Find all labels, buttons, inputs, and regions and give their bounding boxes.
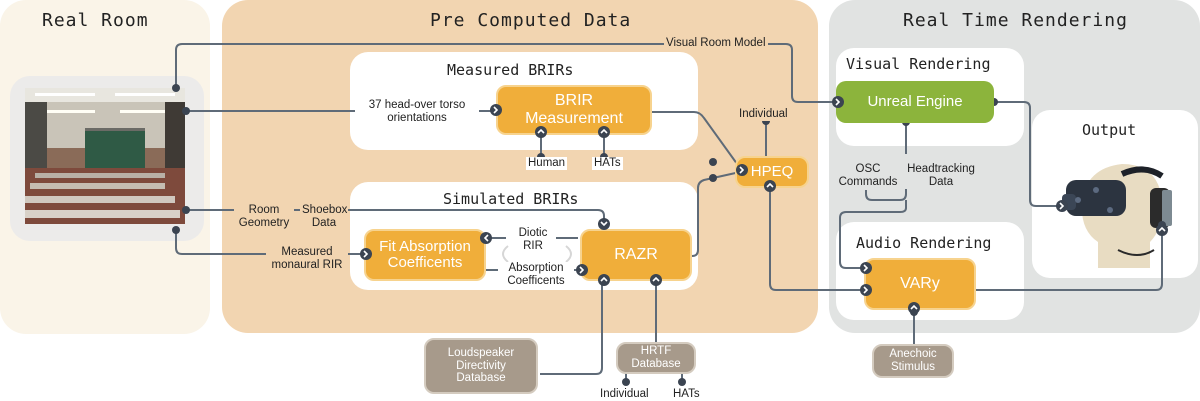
- diotic-rir-text: Diotic RIR: [518, 227, 548, 253]
- fit-absorption-node: Fit Absorption Coefficents: [364, 229, 486, 281]
- measured-rir-text: Measured monaural RIR: [271, 246, 343, 272]
- human-label: Human: [526, 157, 568, 171]
- measured-brirs-title: Measured BRIRs: [447, 61, 574, 79]
- orientations-text: 37 head-over torso orientations: [368, 99, 466, 125]
- unreal-engine-node: Unreal Engine: [836, 81, 994, 123]
- individual-top-label: Individual: [737, 108, 790, 122]
- hpeq-label: HPEQ: [750, 162, 794, 180]
- hats-bottom-label: HATs: [673, 388, 700, 400]
- hrtf-database-node: HRTF Database: [616, 342, 696, 374]
- vary-label: VARy: [900, 275, 940, 293]
- loudspeaker-database-node: Loudspeaker Directivity Database: [424, 338, 538, 394]
- hrtf-label: HRTF Database: [631, 345, 681, 370]
- hats-top-label: HATs: [592, 157, 623, 171]
- headtracking-text: Headtracking Data: [907, 163, 975, 189]
- razr-node: RAZR: [580, 229, 692, 281]
- razr-label: RAZR: [614, 246, 658, 264]
- shoebox-text: Shoebox Data: [302, 204, 348, 230]
- headtracking-label: Headtracking Data: [898, 163, 984, 190]
- hmd-head-illustration: [1058, 150, 1188, 268]
- diotic-rir-label: Diotic RIR: [510, 227, 556, 254]
- absorption-text: Absorption Coefficents: [507, 262, 565, 288]
- simulated-brirs-title: Simulated BRIRs: [443, 190, 579, 208]
- fit-line2: Coefficents: [387, 254, 463, 271]
- output-title: Output: [1082, 121, 1137, 139]
- real-time-title: Real Time Rendering: [903, 10, 1128, 31]
- osc-commands-label: OSC Commands: [836, 163, 900, 190]
- fit-line1: Fit Absorption: [379, 237, 471, 255]
- loudspeaker-label: Loudspeaker Directivity Database: [447, 347, 515, 385]
- absorption-label: Absorption Coefficents: [498, 262, 574, 289]
- anechoic-label: Anechoic Stimulus: [889, 348, 937, 373]
- brir-line2: Measurement: [525, 110, 623, 127]
- pre-computed-title: Pre Computed Data: [430, 10, 632, 31]
- visual-rendering-title: Visual Rendering: [846, 55, 991, 73]
- unreal-label: Unreal Engine: [867, 92, 963, 110]
- room-photo: [25, 88, 185, 224]
- brir-measurement-node: BRIR Measurement: [496, 85, 652, 135]
- orientations-label: 37 head-over torso orientations: [355, 99, 479, 126]
- real-room-title: Real Room: [42, 10, 149, 31]
- vary-node: VARy: [864, 258, 976, 310]
- hpeq-node: HPEQ: [735, 156, 809, 188]
- audio-rendering-title: Audio Rendering: [856, 234, 992, 252]
- measured-rir-label: Measured monaural RIR: [266, 246, 348, 273]
- brir-line1: BRIR: [554, 92, 594, 110]
- room-geometry-label: Room Geometry: [234, 204, 294, 231]
- osc-text: OSC Commands: [838, 163, 898, 189]
- individual-bottom-label: Individual: [600, 388, 649, 400]
- shoebox-label: Shoebox Data: [300, 204, 348, 231]
- room-geometry-text: Room Geometry: [238, 204, 290, 230]
- visual-room-model-label: Visual Room Model: [664, 37, 768, 51]
- anechoic-stimulus-node: Anechoic Stimulus: [872, 344, 954, 378]
